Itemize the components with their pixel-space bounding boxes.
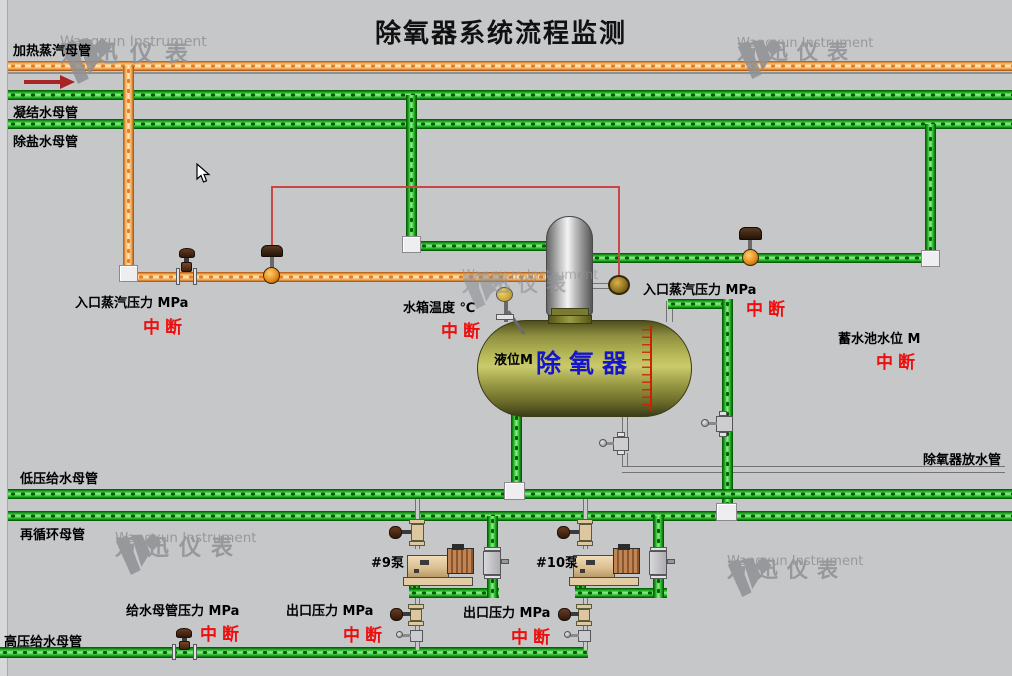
- watermark-cn: 万迅仪表: [60, 41, 200, 67]
- status-outlet-pressure-10: 中断: [511, 628, 555, 648]
- wangxun-logo-icon: [61, 37, 112, 84]
- status-outlet-pressure-9: 中断: [343, 626, 387, 646]
- pipe-shadow-line: [8, 72, 1012, 74]
- label-outlet-pressure-9: 出口压力 MPa: [286, 604, 374, 619]
- status-inlet-steam-left: 中断: [143, 318, 187, 338]
- pipe-steam-to-deaerator: [136, 272, 550, 282]
- pipe-condensate-drop: [406, 95, 417, 239]
- status-inlet-steam-right: 中断: [746, 300, 790, 320]
- pipe-elbow-box: [119, 265, 138, 282]
- label-tank-temp: 水箱温度 ℃: [403, 301, 476, 316]
- pipe-drain-drop: [622, 413, 628, 438]
- pipe-tank-right-stub: [666, 301, 673, 322]
- mouse-cursor-icon: [196, 163, 211, 183]
- inlet-steam-valve[interactable]: [608, 275, 630, 295]
- pump9-discharge-run: [409, 588, 499, 598]
- label-outlet-pressure-10: 出口压力 MPa: [463, 606, 551, 621]
- label-condensate: 凝结水母管: [13, 106, 79, 121]
- deaerator-tank[interactable]: [477, 320, 692, 417]
- level-gauge-ticks: [642, 329, 651, 409]
- signal-line: [618, 186, 620, 278]
- pump10-motor[interactable]: [613, 548, 640, 574]
- pipe-tank-right-loop: [668, 299, 728, 309]
- label-feed-header-pressure: 给水母管压力 MPa: [126, 604, 240, 619]
- dome-side-stub-pipe: [590, 283, 610, 289]
- wangxun-logo-icon: [727, 557, 772, 597]
- pipe-elbow-box: [402, 236, 421, 253]
- pipe-steam-drop: [123, 66, 134, 269]
- tank-name-label: 除氧器: [536, 349, 636, 378]
- label-pump10: #10泵: [536, 556, 578, 571]
- label-inlet-steam-left: 入口蒸汽压力 MPa: [75, 296, 189, 311]
- status-reservoir-level: 中断: [876, 353, 920, 373]
- signal-line: [271, 186, 273, 248]
- pipe-hp-feedwater-header: [0, 647, 588, 658]
- tank-level-label: 液位M: [494, 353, 533, 368]
- pipe-condensate-header: [8, 90, 1012, 100]
- pump9-motor[interactable]: [447, 548, 474, 574]
- pipe-drain-header: [622, 466, 1005, 473]
- wangxun-logo-icon: [462, 270, 505, 309]
- pipe-junction-box: [504, 482, 525, 500]
- flow-arrow-head: [60, 75, 75, 89]
- pipe-demin-drop: [925, 124, 936, 253]
- signal-line: [271, 186, 620, 188]
- pipe-tank-outlet: [511, 413, 522, 493]
- pump9-casing[interactable]: [407, 555, 449, 578]
- level-gauge-line: [650, 326, 652, 411]
- pipe-recirculation-header: [8, 511, 1012, 521]
- watermark-en: Wangxun Instrument: [60, 34, 207, 50]
- label-drain-pipe: 除氧器放水管: [923, 453, 1002, 468]
- label-reservoir-level: 蓄水池水位 M: [838, 332, 921, 347]
- label-hp-feedwater: 高压给水母管: [4, 635, 83, 650]
- pump10-casing[interactable]: [573, 555, 615, 578]
- status-tank-temp: 中断: [441, 322, 485, 342]
- wangxun-logo-icon: [115, 533, 162, 575]
- pump10-discharge-run: [575, 588, 667, 598]
- pipe-drain-drop2: [622, 453, 628, 470]
- pipe-tank-right-drop: [722, 299, 733, 513]
- label-pump9: #9泵: [371, 556, 404, 571]
- wangxun-logo-icon: [737, 39, 782, 79]
- pump10-base: [569, 577, 639, 586]
- label-recirculation: 再循环母管: [20, 528, 86, 543]
- flow-arrow-tail: [24, 80, 62, 84]
- page-title: 除氧器系统流程监测: [375, 19, 628, 49]
- pipe-heating-steam-header: [8, 61, 1012, 71]
- label-inlet-steam-right: 入口蒸汽压力 MPa: [643, 283, 757, 298]
- pipe-demin-water-header: [8, 119, 1012, 129]
- label-heating-steam: 加热蒸汽母管: [13, 44, 92, 59]
- dome-flange: [548, 315, 592, 324]
- label-lp-feedwater: 低压给水母管: [20, 472, 99, 487]
- pipe-junction-box: [716, 503, 737, 521]
- pipe-condensate-to-dome: [419, 241, 548, 251]
- label-demin-water: 除盐水母管: [13, 135, 79, 150]
- status-feed-header-pressure: 中断: [200, 625, 244, 645]
- window-left-border: [0, 0, 8, 676]
- pump9-base: [403, 577, 473, 586]
- deaerator-dome-column: [546, 216, 593, 316]
- pipe-elbow-box: [921, 250, 940, 267]
